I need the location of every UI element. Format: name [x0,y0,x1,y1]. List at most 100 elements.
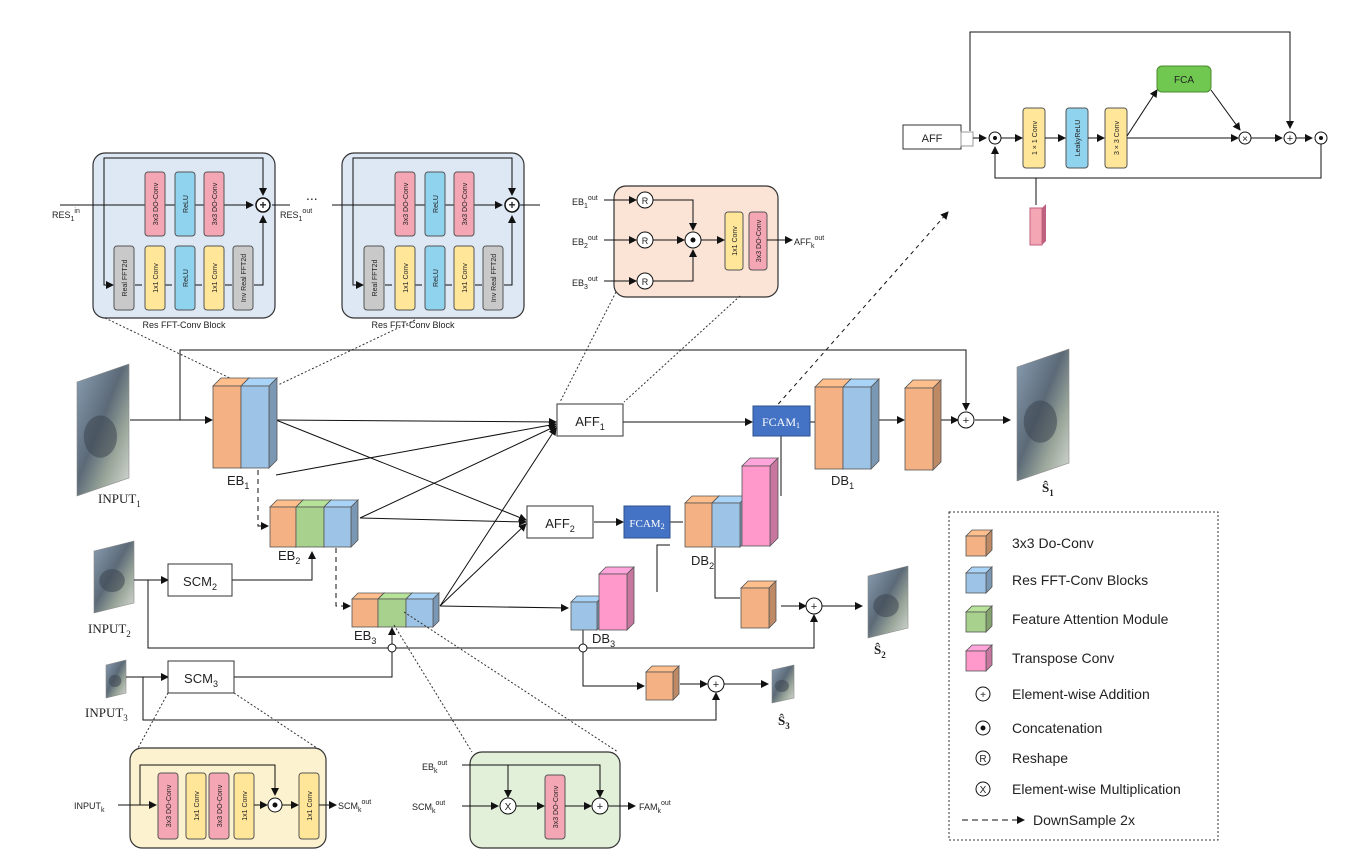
aff1-box [556,403,624,437]
fca-label: FCA [1174,75,1194,86]
res-block-caption: Res FFT-Conv Block [371,320,455,330]
svg-text:1x1 Conv: 1x1 Conv [462,263,469,293]
svg-text:R: R [979,754,986,765]
output2-image [867,565,909,639]
svg-text:+: + [980,690,986,701]
block-label: Real FFT2d [122,259,129,296]
block-label: 3x3 DO-Conv [212,182,219,225]
legend-label: Reshape [1012,750,1068,766]
fcam-detail: AFF 1 × 1 Conv LeakyReLU 3 × 3 Conv FCA … [902,31,1328,246]
scm-in: INPUTk [74,801,105,814]
input3-label: INPUT3 [85,705,128,723]
s2-label: Ŝ2 [874,642,886,660]
svg-text:+: + [1287,133,1293,145]
eb2-label: EB2 [278,548,300,566]
input3-image [105,659,127,699]
db2-transpose-cube [741,457,779,547]
res-fft-block-detail-1: 3x3 DO-Conv ReLU 3x3 DO-Conv Real FFT2d … [52,152,312,330]
out2-do-conv-cube [740,580,777,629]
res-block-caption: Res FFT-Conv Block [142,320,226,330]
svg-text:3 × 3 Conv: 3 × 3 Conv [1114,120,1121,155]
concat-icon [690,237,696,243]
relu-block [174,245,196,311]
svg-text:X: X [505,802,512,813]
conv-block [203,245,225,311]
ellipsis: ... [306,187,318,203]
block-label: ReLU [183,195,190,213]
conv-block [144,245,166,311]
scm2-box [167,563,233,597]
svg-text:3x3 DO-Conv: 3x3 DO-Conv [403,182,410,225]
fam-in-scm: SCMkout [412,800,445,815]
add-icon [805,597,823,615]
legend-label: Element-wise Addition [1012,686,1150,702]
db3-transpose-cube [598,566,635,631]
block-label: ReLU [183,269,190,287]
svg-text:×: × [1242,134,1248,145]
svg-text:Real FFT2d: Real FFT2d [372,259,379,296]
legend-cube-do_conv [965,529,993,557]
svg-text:3x3 DO-Conv: 3x3 DO-Conv [166,784,173,827]
legend-label: Element-wise Multiplication [1012,781,1181,797]
ifft-block [232,245,254,311]
fcam1-label: FCAM1 [762,415,800,430]
svg-text:LeakyReLU: LeakyReLU [1075,120,1082,157]
svg-text:1x1 Conv: 1x1 Conv [732,226,739,256]
aff-in-2: EB2out [572,235,598,250]
s1-label: Ŝ1 [1042,480,1054,498]
res-fft-block-detail-2: 3x3 DO-Conv ReLU 3x3 DO-Conv Real FFT2d … [332,152,540,330]
do-conv-block [144,171,166,237]
aff1-label: AFF1 [575,414,605,432]
scm2-label: SCM2 [183,574,217,592]
legend-label: DownSample 2x [1033,812,1135,828]
db3-label: DB3 [592,631,615,649]
db1-label: DB1 [831,473,854,491]
add-icon [707,675,725,693]
db2-label: DB2 [691,553,714,571]
do-conv-block [203,171,225,237]
eb3-label: EB3 [354,628,376,646]
svg-text:+: + [597,801,603,813]
fam-out: FAMkout [639,800,671,815]
legend-label: 3x3 Do-Conv [1012,535,1094,551]
db1-res-fft-cube [842,378,880,470]
svg-text:3x3 DO-Conv: 3x3 DO-Conv [553,785,560,828]
db1-out-do-conv-cube [904,379,942,471]
scm-out: SCMkout [338,799,371,814]
svg-text:X: X [980,785,987,796]
block-label: 1x1 Conv [212,263,219,293]
svg-text:+: + [508,198,515,212]
fcam2-box [623,505,671,539]
legend-symbol-icon [975,750,991,766]
legend-label: Res FFT-Conv Blocks [1012,572,1148,588]
svg-text:1x1 Conv: 1x1 Conv [403,263,410,293]
aff-detail: R R R 1x1 Conv 3x3 DO-Conv EB1out EB2out… [572,185,824,298]
fam-detail: X 3x3 DO-Conv + EBkout SCMkout FAMkout [412,751,671,849]
legend-cube-transpose [965,644,993,672]
out3-do-conv-cube [645,665,680,701]
eb1-res-fft-cube [240,377,278,469]
output3-image [771,664,795,704]
aff-out: AFFkout [794,235,824,250]
svg-text:1x1 Conv: 1x1 Conv [242,791,249,821]
legend-symbol-icon [975,781,991,797]
svg-text:+: + [259,198,266,212]
fcam1-box [752,405,811,437]
eb2-fam-cube [295,499,332,548]
res-out-label: RES1out [280,208,312,223]
svg-text:1x1 Conv: 1x1 Conv [194,791,201,821]
svg-text:ReLU: ReLU [433,269,440,287]
eb3-res-fft-cube [405,592,440,628]
svg-text:1 × 1 Conv: 1 × 1 Conv [1032,120,1039,155]
fam-in-eb: EBkout [422,760,447,775]
eb2-res-fft-cube [323,499,359,548]
aff-in-1: EB1out [572,195,598,210]
svg-text:3x3 DO-Conv: 3x3 DO-Conv [756,219,763,262]
fcam2-label: FCAM2 [629,518,664,531]
aff2-box [526,505,594,539]
relu-block [174,171,196,237]
input2-label: INPUT2 [88,621,131,639]
aff2-label: AFF2 [545,516,575,534]
legend-label: Feature Attention Module [1012,611,1169,627]
